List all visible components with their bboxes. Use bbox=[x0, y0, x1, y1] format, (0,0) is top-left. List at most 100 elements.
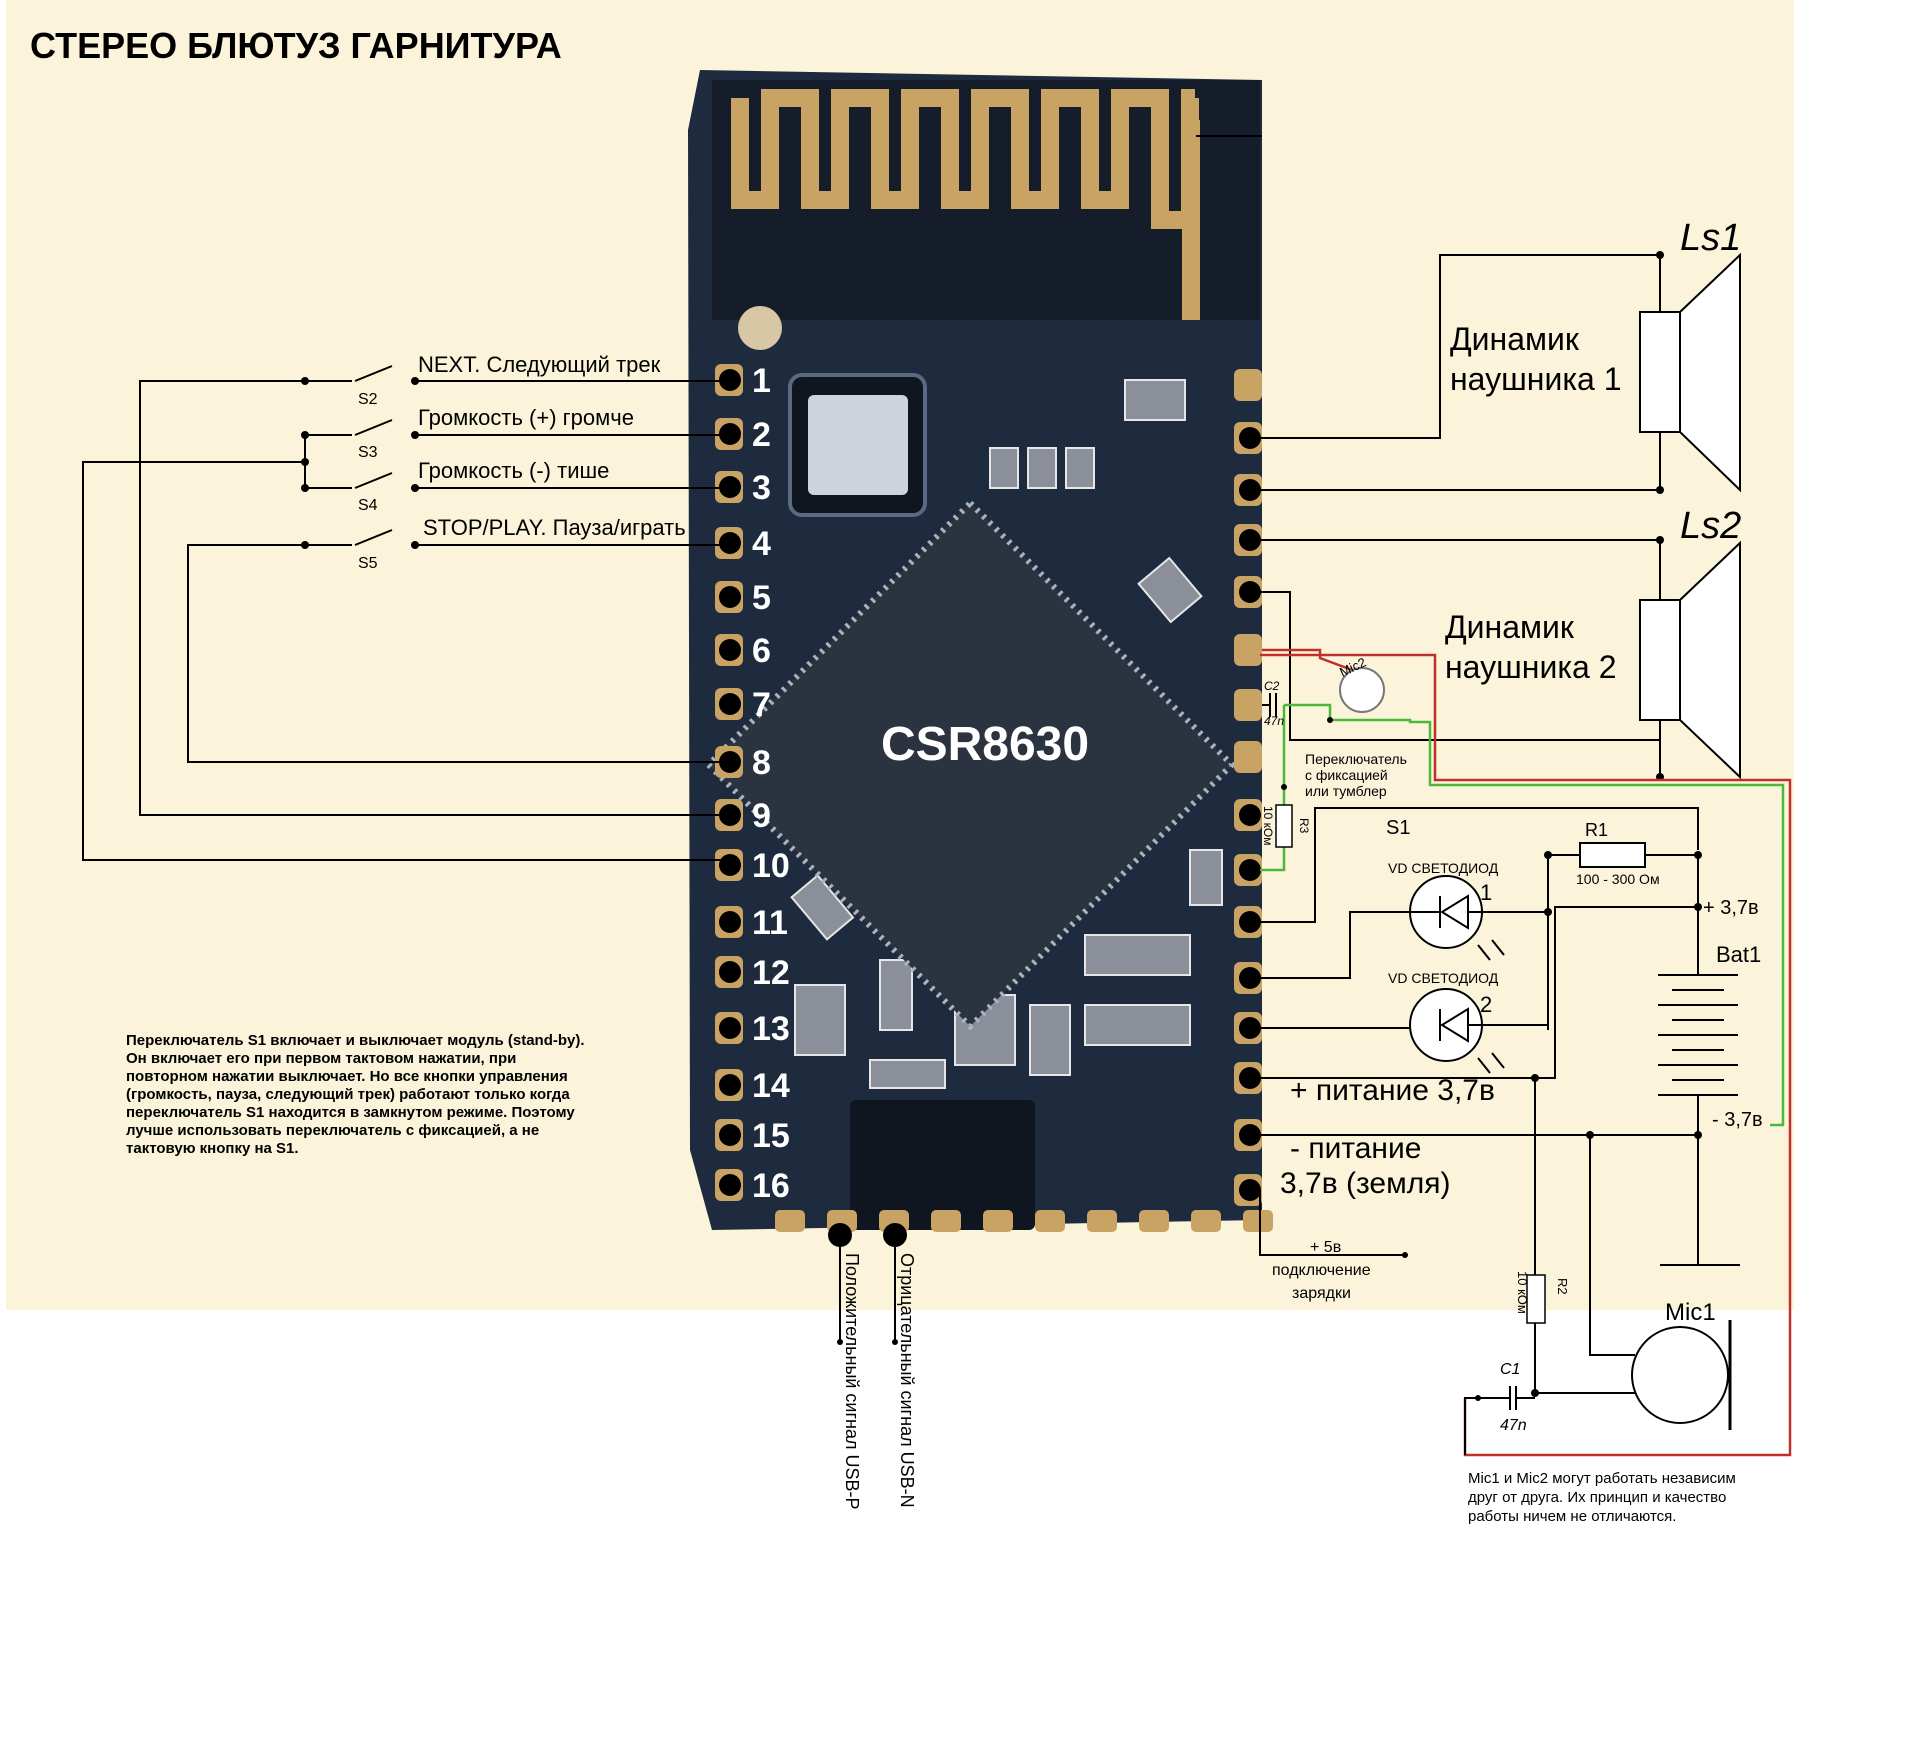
switch-note-2: с фиксацией bbox=[1305, 767, 1388, 783]
wire-mic1-ground bbox=[1589, 1135, 1635, 1356]
pad-solder-dot bbox=[1239, 427, 1261, 449]
pin-number: 3 bbox=[752, 469, 771, 507]
speaker-ls1-magnet bbox=[1639, 311, 1681, 433]
pad-bottom bbox=[1139, 1210, 1169, 1232]
bus-pin9 bbox=[139, 380, 730, 816]
pin-solder-dot bbox=[719, 532, 741, 554]
pin-solder-dot bbox=[719, 1124, 741, 1146]
bus-pin10 bbox=[82, 461, 730, 861]
pad-solder-dot bbox=[1239, 581, 1261, 603]
pin-number: 11 bbox=[752, 904, 788, 942]
speaker-ls2-id: Ls2 bbox=[1680, 505, 1741, 547]
pad-solder-dot bbox=[1239, 859, 1261, 881]
switch-s2-blade bbox=[354, 365, 393, 382]
wire-green-mic2 bbox=[1284, 703, 1332, 720]
pin-solder-dot bbox=[719, 639, 741, 661]
wire-ls1-plus bbox=[1260, 254, 1661, 439]
pin-number: 5 bbox=[752, 579, 771, 617]
pad-solder-dot bbox=[1239, 1017, 1261, 1039]
pin-number: 15 bbox=[752, 1117, 790, 1155]
switch-s5-id: S5 bbox=[358, 555, 378, 572]
r3-value: 10 кОм bbox=[1261, 806, 1275, 846]
pad-solder-dot bbox=[1239, 967, 1261, 989]
r1-symbol bbox=[1579, 842, 1646, 868]
switch-note-1: Переключатель bbox=[1305, 751, 1407, 767]
pin-solder-dot bbox=[719, 693, 741, 715]
speaker-ls1-line1: Динамик bbox=[1450, 321, 1580, 357]
c1-value: 47n bbox=[1500, 1417, 1527, 1434]
speaker-ls1-id: Ls1 bbox=[1680, 217, 1741, 259]
charge-line2: подключение bbox=[1272, 1262, 1371, 1279]
s1-label: S1 bbox=[1386, 817, 1410, 839]
pad-solder-dot bbox=[1239, 1179, 1261, 1201]
pad-bottom bbox=[931, 1210, 961, 1232]
switch-s2-label: NEXT. Следующий трек bbox=[418, 352, 661, 377]
pin-number: 14 bbox=[752, 1067, 790, 1105]
c1-label: C1 bbox=[1500, 1361, 1520, 1378]
pad-solder-dot bbox=[1239, 1067, 1261, 1089]
control-switches: NEXT. Следующий трек S2 Громкость (+) гр… bbox=[82, 352, 730, 861]
power-minus-line1: - питание bbox=[1290, 1132, 1421, 1165]
pad-right bbox=[1234, 369, 1262, 401]
switch-s2-id: S2 bbox=[358, 391, 378, 408]
wire-red-mic2 bbox=[1262, 648, 1369, 678]
led1-label: VD СВЕТОДИОД bbox=[1388, 860, 1499, 876]
usb-n-label: Отрицательный сигнал USB-N bbox=[897, 1253, 917, 1508]
note-mic: Mic1 и Mic2 могут работать независим дру… bbox=[1468, 1470, 1736, 1525]
power-minus-line2: 3,7в (земля) bbox=[1280, 1167, 1450, 1200]
speaker-ls2-line1: Динамик bbox=[1445, 609, 1575, 645]
wire-green-r3 bbox=[1260, 705, 1286, 872]
pin-number: 9 bbox=[752, 797, 771, 835]
battery-label: Bat1 bbox=[1716, 942, 1761, 967]
pin-number: 8 bbox=[752, 744, 771, 782]
pad-solder-dot bbox=[1239, 1124, 1261, 1146]
led2-label: VD СВЕТОДИОД bbox=[1388, 970, 1499, 986]
pad-bottom bbox=[1191, 1210, 1221, 1232]
switch-s3-id: S3 bbox=[358, 444, 378, 461]
bottom-pads bbox=[775, 1210, 1273, 1247]
r1-label: R1 bbox=[1585, 820, 1608, 840]
pad-solder-dot bbox=[1239, 529, 1261, 551]
pin-solder-dot bbox=[719, 961, 741, 983]
battery-symbol bbox=[1658, 974, 1738, 1096]
pad-bottom bbox=[775, 1210, 805, 1232]
note-s1-line: (громкость, пауза, следующий трек) работ… bbox=[126, 1086, 570, 1103]
c2-value: 47n bbox=[1264, 714, 1284, 728]
mount-hole bbox=[738, 306, 782, 350]
pin-solder-dot bbox=[719, 911, 741, 933]
speaker-ls1-cone bbox=[1679, 252, 1741, 493]
pad-right bbox=[1234, 689, 1262, 721]
r2-label: R2 bbox=[1555, 1278, 1570, 1295]
mic2-symbol bbox=[1339, 667, 1385, 713]
led2-number: 2 bbox=[1480, 992, 1492, 1017]
switch-note-3: или тумблер bbox=[1305, 783, 1387, 799]
pin-number: 10 bbox=[752, 847, 790, 885]
antenna-feed bbox=[1182, 120, 1200, 320]
pin-number: 7 bbox=[752, 686, 771, 724]
flash-ic bbox=[850, 1100, 1035, 1230]
note-s1-line: лучше использовать переключатель с фикса… bbox=[126, 1122, 539, 1139]
note-s1-line: тактовую кнопку на S1. bbox=[126, 1140, 299, 1157]
pad-solder-dot bbox=[1239, 804, 1261, 826]
pad-solder-dot bbox=[1239, 911, 1261, 933]
speaker-ls2-magnet bbox=[1639, 599, 1681, 721]
wire-ls2-minus bbox=[1260, 591, 1661, 741]
diagram-title: СТЕРЕО БЛЮТУЗ ГАРНИТУРА bbox=[30, 25, 562, 66]
pin-solder-dot bbox=[719, 1074, 741, 1096]
mic1-symbol bbox=[1631, 1326, 1729, 1424]
wire-charge bbox=[1259, 1190, 1405, 1256]
pad-right bbox=[1234, 741, 1262, 773]
smd-components bbox=[790, 379, 1223, 1089]
bus-pin8 bbox=[187, 544, 730, 763]
pad-bottom bbox=[1087, 1210, 1117, 1232]
antenna-trace bbox=[731, 89, 1199, 229]
r1-value: 100 - 300 Ом bbox=[1576, 871, 1660, 887]
usb-p-label: Положительный сигнал USB-P bbox=[842, 1253, 862, 1510]
note-s1-line: Переключатель S1 включает и выключает мо… bbox=[126, 1032, 585, 1049]
pin-solder-dot bbox=[719, 1017, 741, 1039]
power-plus-label: + питание 3,7в bbox=[1290, 1074, 1495, 1107]
pad-right bbox=[1234, 634, 1262, 666]
switch-s3-blade bbox=[354, 419, 393, 436]
